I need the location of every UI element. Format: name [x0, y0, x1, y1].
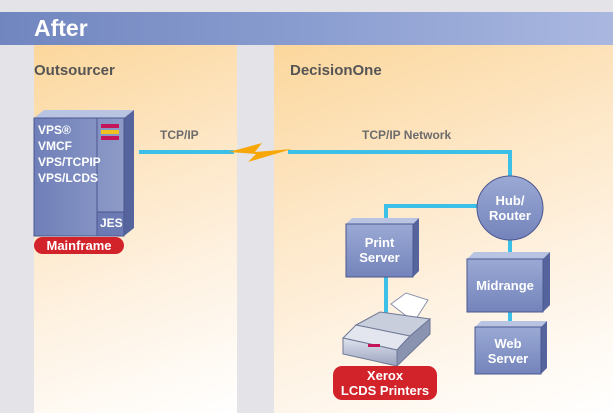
midrange-node	[466, 252, 550, 313]
print-server-node	[345, 218, 419, 278]
xerox-printer-icon	[342, 292, 432, 368]
mainframe-line-vps-lcds: VPS/LCDS	[38, 171, 99, 185]
lightning-bolt-icon	[229, 143, 292, 162]
print-server-label: Print Server	[359, 235, 400, 265]
mainframe-badge: Mainframe	[34, 237, 124, 254]
decisionone-title: DecisionOne	[290, 62, 382, 79]
page-title: After	[34, 15, 88, 41]
web-server-label: Web Server	[487, 336, 529, 366]
hub-router-label: Hub/ Router	[489, 193, 531, 223]
tcpip-link-label: TCP/IP	[160, 128, 199, 142]
mainframe-software-list: VPS® VMCF VPS/TCPIP VPS/LCDS	[38, 122, 102, 186]
jes-label: JES	[100, 216, 123, 230]
midrange-label: Midrange	[476, 278, 534, 293]
decisionone-panel	[274, 45, 613, 413]
mainframe-line-vps: VPS®	[38, 123, 71, 137]
web-server-node	[474, 321, 547, 375]
hub-to-print-line	[384, 204, 480, 222]
hub-router-node	[476, 175, 544, 241]
outsourcer-title: Outsourcer	[34, 62, 115, 79]
header-bar: After	[0, 12, 613, 45]
network-lines	[139, 150, 512, 328]
mainframe-line-vps-tcpip: VPS/TCPIP	[38, 155, 101, 169]
network-backbone-line	[288, 150, 512, 178]
xerox-badge-line1: Xerox	[366, 368, 404, 383]
mainframe-icon	[33, 110, 134, 237]
xerox-badge-line2: LCDS Printers	[340, 383, 430, 398]
tcpip-network-label: TCP/IP Network	[362, 128, 452, 142]
xerox-printers-badge: Xerox LCDS Printers	[333, 366, 437, 400]
mainframe-line-vmcf: VMCF	[38, 139, 72, 153]
